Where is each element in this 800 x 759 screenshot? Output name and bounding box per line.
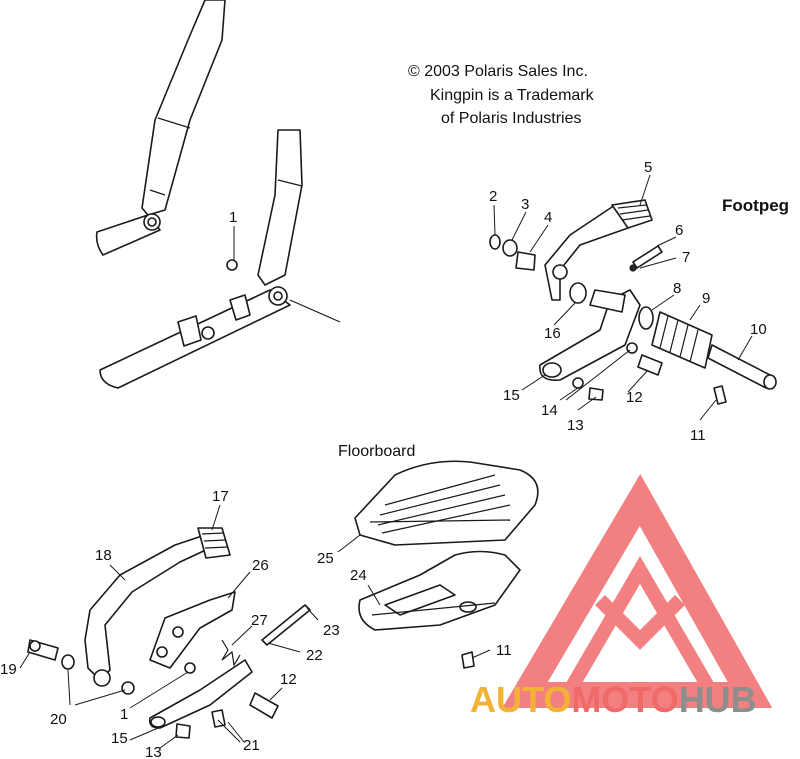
floorboard-label: Floorboard [338, 443, 415, 460]
callout-24: 24 [350, 567, 367, 584]
callout-11: 11 [496, 642, 512, 659]
frame-tubes [95, 0, 341, 389]
callout-19: 19 [0, 661, 17, 678]
copyright-line-3: of Polaris Industries [441, 110, 582, 127]
section-title: Footpeg [722, 196, 789, 215]
callout-numbers: 1 2 3 4 5 6 7 8 9 10 11 12 13 14 15 16 1… [0, 159, 767, 759]
callout-1: 1 [120, 706, 128, 723]
callout-16: 16 [544, 325, 561, 342]
callout-8: 8 [673, 280, 681, 297]
callout-6: 6 [675, 222, 683, 239]
callout-15: 15 [111, 730, 128, 747]
callout-22: 22 [306, 647, 323, 664]
callout-26: 26 [252, 557, 269, 574]
callout-13: 13 [145, 744, 162, 759]
floorboard-assembly [354, 460, 539, 669]
copyright-line-2: Kingpin is a Trademark [430, 87, 595, 104]
watermark-text: AUTOMOTOHUB [470, 679, 757, 720]
brake-pedal-assembly [27, 527, 311, 739]
callout-27: 27 [251, 612, 268, 629]
copyright-line-1: © 2003 Polaris Sales Inc. [408, 63, 588, 80]
callout-4: 4 [544, 209, 552, 226]
callout-13: 13 [567, 417, 584, 434]
callout-15: 15 [503, 387, 520, 404]
watermark-logo [502, 473, 773, 708]
callout-25: 25 [317, 550, 334, 567]
callout-17: 17 [212, 488, 229, 505]
callout-18: 18 [95, 547, 112, 564]
callout-12: 12 [626, 389, 643, 406]
callout-21: 21 [243, 737, 260, 754]
footpeg-assembly [489, 199, 777, 405]
callout-11: 11 [690, 427, 706, 444]
callout-10: 10 [750, 321, 767, 338]
callout-7: 7 [682, 249, 690, 266]
leader-lines [19, 174, 753, 749]
callout-1: 1 [229, 209, 237, 226]
callout-20: 20 [50, 711, 67, 728]
callout-3: 3 [521, 196, 529, 213]
callout-23: 23 [323, 622, 340, 639]
callout-12: 12 [280, 671, 297, 688]
callout-14: 14 [541, 402, 558, 419]
callout-2: 2 [489, 188, 497, 205]
callout-5: 5 [644, 159, 652, 176]
callout-9: 9 [702, 290, 710, 307]
